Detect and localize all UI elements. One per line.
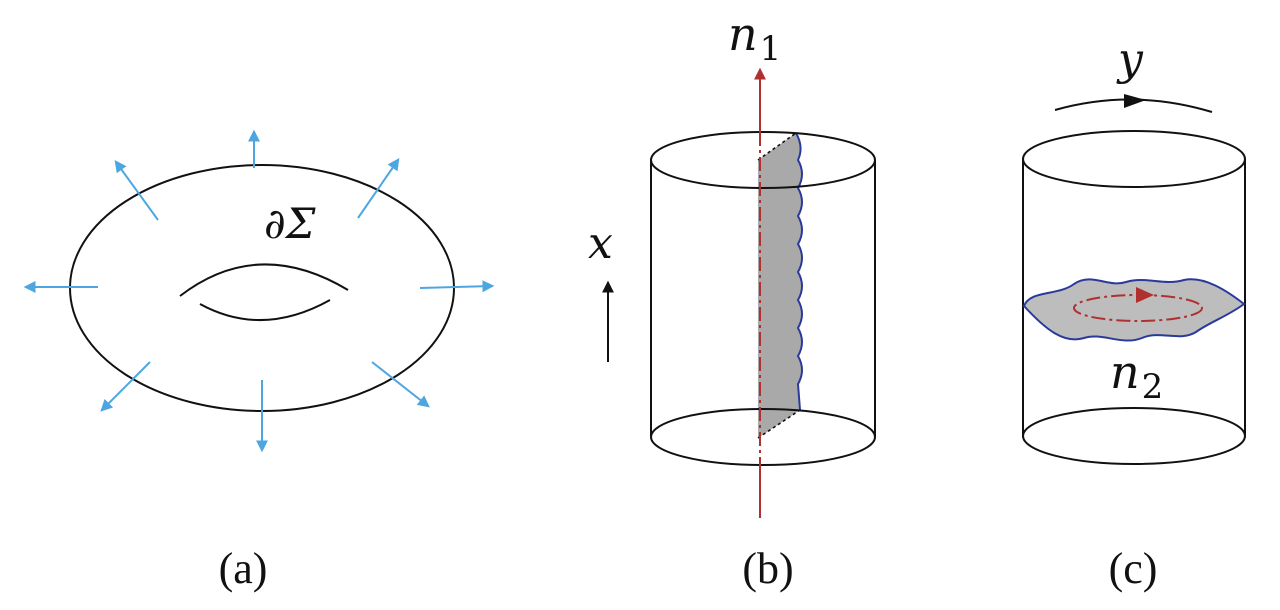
y-direction-label: y [1116, 34, 1144, 85]
defect-label-subscript: 1 [760, 29, 782, 69]
x-direction-label: x [588, 218, 613, 269]
normal-arrow-icon [357, 158, 400, 219]
defect-label: n1 [728, 7, 781, 69]
normal-arrow-icon [114, 160, 159, 221]
panel-b: x n1 (b) [588, 7, 876, 593]
caption-b: (b) [742, 544, 793, 593]
caption-c: (c) [1109, 544, 1158, 593]
normal-arrows [23, 129, 495, 453]
membrane-top-edge [757, 132, 797, 161]
torus-hole-lower-arc [199, 299, 331, 321]
normal-arrow-icon [419, 280, 495, 293]
defect-label-n: n [728, 7, 758, 61]
caption-a: (a) [219, 544, 268, 593]
normal-arrow-icon [371, 361, 430, 408]
cylinder-bottom [650, 408, 876, 466]
cylinder-top [1022, 130, 1246, 188]
membrane-sheet [758, 133, 802, 438]
membrane-bottom-edge [757, 409, 801, 439]
loop-label-n: n [1110, 345, 1140, 399]
cylinder-bottom [1022, 407, 1246, 465]
membrane-wavy-edge [795, 132, 803, 411]
normal-arrow-icon [100, 361, 151, 412]
membrane-sheet [1022, 278, 1246, 342]
loop-label-subscript: 2 [1142, 367, 1164, 407]
panel-a: ∂Σ (a) [23, 129, 495, 593]
torus-hole-upper-arc [179, 263, 349, 297]
boundary-label: ∂Σ [264, 199, 316, 248]
loop-label: n2 [1110, 345, 1163, 407]
panel-c: y n2 (c) [1022, 34, 1246, 593]
direction-arrowhead [1124, 94, 1146, 108]
torus-outline [69, 164, 455, 412]
circulation-arrow-icon [1136, 287, 1154, 303]
